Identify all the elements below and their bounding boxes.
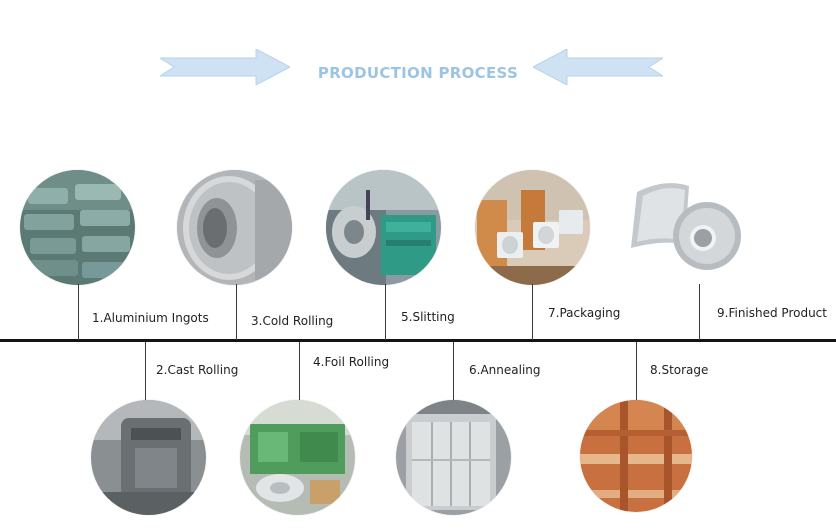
aluminium-ingots-photo [20,170,135,285]
page-title: PRODUCTION PROCESS [317,64,519,82]
step-label-packaging: 7.Packaging [548,306,621,320]
connector-line [532,284,533,340]
connector-line [699,284,700,340]
finished-product-photo [625,170,745,285]
annealing-photo [396,400,511,515]
step-label-finished-product: 9.Finished Product [717,306,827,320]
connector-line [145,342,146,402]
step-label-annealing: 6.Annealing [469,363,541,377]
connector-line [453,342,454,402]
connector-line [236,284,237,340]
step-label-foil-rolling: 4.Foil Rolling [313,355,390,369]
packaging-photo [475,170,590,285]
left-arrow-icon [533,49,663,85]
connector-line [299,342,300,402]
step-label-slitting: 5.Slitting [401,310,455,324]
cold-rolling-photo [177,170,292,285]
foil-rolling-photo [240,400,355,515]
timeline-line [0,339,836,342]
storage-photo [580,400,692,512]
step-label-aluminium-ingots: 1.Aluminium Ingots [92,311,209,325]
step-label-storage: 8.Storage [650,363,709,377]
right-arrow-icon [160,49,290,85]
connector-line [636,342,637,402]
connector-line [78,284,79,340]
step-label-cast-rolling: 2.Cast Rolling [156,363,239,377]
slitting-photo [326,170,441,285]
step-label-cold-rolling: 3.Cold Rolling [251,314,334,328]
cast-rolling-photo [91,400,206,515]
connector-line [385,284,386,340]
